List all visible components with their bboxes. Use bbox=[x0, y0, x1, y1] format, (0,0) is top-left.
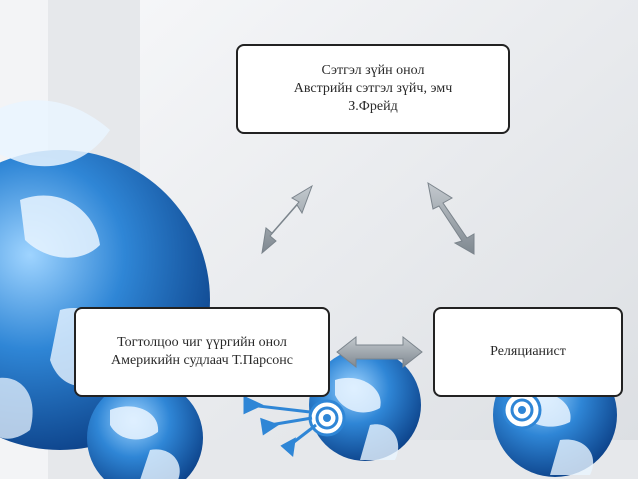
node-psychological-theory: Сэтгэл зүйн онол Австрийн сэтгэл зүйч, э… bbox=[236, 44, 510, 134]
node-title: Тогтолцоо чиг үүргийн онол bbox=[117, 335, 287, 350]
node-author: З.Фрейд bbox=[348, 99, 398, 114]
node-title: Сэтгэл зүйн онол bbox=[321, 63, 425, 78]
double-arrow-top-right-icon bbox=[427, 181, 475, 255]
node-relationist: Реляцианист bbox=[433, 307, 623, 397]
globe-small-center bbox=[308, 349, 421, 461]
globe-small-left bbox=[87, 380, 203, 479]
node-structural-functional-theory: Тогтолцоо чиг үүргийн онол Америкийн суд… bbox=[74, 307, 330, 397]
node-subtitle: Австрийн сэтгэл зүйч, эмч bbox=[293, 81, 453, 96]
node-title: Реляцианист bbox=[490, 344, 566, 359]
darts-decoration bbox=[243, 395, 317, 457]
node-author: Америкийн судлаач Т.Парсонс bbox=[110, 353, 293, 368]
globe-large bbox=[0, 100, 210, 450]
double-arrow-horizontal-icon bbox=[336, 335, 423, 369]
double-arrow-top-left-icon bbox=[261, 184, 313, 255]
